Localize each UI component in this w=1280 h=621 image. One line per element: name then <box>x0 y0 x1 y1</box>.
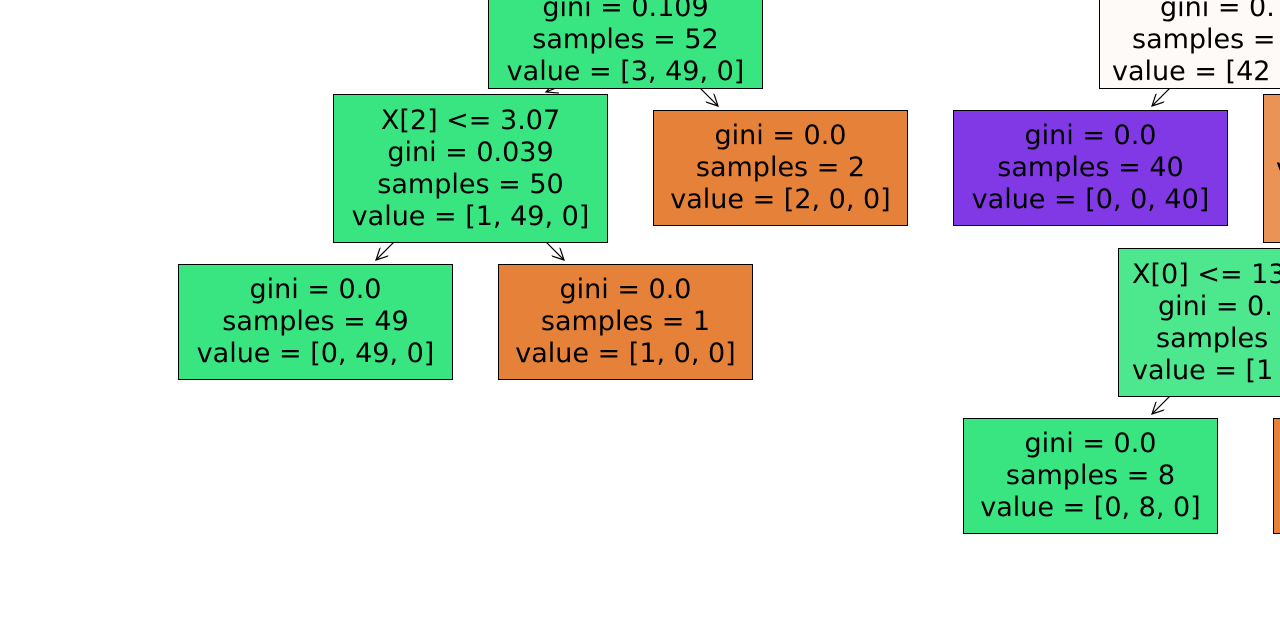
edge-split-to-leaf-1 <box>545 241 564 260</box>
node-line: gini = 0. <box>1160 0 1275 23</box>
tree-node-leaf-40: gini = 0.0 samples = 40 value = [0, 0, 4… <box>953 110 1228 226</box>
edge-split-x0-to-leaf-8 <box>1152 395 1171 414</box>
node-line: samples = 2 <box>695 152 866 183</box>
node-line: gini = 0.0 <box>559 274 692 305</box>
node-line: v <box>1276 153 1280 185</box>
node-line: samples = 49 <box>222 306 409 337</box>
tree-node-leaf-8: gini = 0.0 samples = 8 value = [0, 8, 0] <box>963 418 1218 534</box>
node-line: samples = <box>1132 23 1276 55</box>
node-line: gini = 0.0 <box>1024 428 1157 459</box>
edge-split-to-leaf-49 <box>376 241 395 260</box>
node-line: value = [2, 0, 0] <box>670 184 891 215</box>
node-line: gini = 0.0 <box>1024 120 1157 151</box>
node-line: gini = 0.109 <box>542 0 709 23</box>
node-line: samples = 52 <box>532 23 719 55</box>
edge-top-right-to-leaf-40 <box>1152 87 1171 106</box>
node-line: value = [0, 49, 0] <box>196 338 435 369</box>
tree-node-leaf-49: gini = 0.0 samples = 49 value = [0, 49, … <box>178 264 453 380</box>
node-line: samples = 40 <box>997 152 1184 183</box>
node-line: X[0] <= 13 <box>1132 258 1280 290</box>
tree-node-edge-right: v <box>1263 94 1280 243</box>
tree-node-leaf-1: gini = 0.0 samples = 1 value = [1, 0, 0] <box>498 264 753 380</box>
node-line: samples = 1 <box>540 306 711 337</box>
node-line: gini = 0. <box>1158 290 1273 322</box>
tree-node-edge-bottom-right <box>1273 418 1280 534</box>
node-line: samples = 8 <box>1005 460 1176 491</box>
node-line: samples <box>1156 322 1269 354</box>
node-line: value = [1, 49, 0] <box>351 200 590 232</box>
node-line: value = [42 <box>1112 55 1271 87</box>
tree-node-top-mid: gini = 0.109 samples = 52 value = [3, 49… <box>488 0 763 89</box>
tree-node-leaf-2: gini = 0.0 samples = 2 value = [2, 0, 0] <box>653 110 908 226</box>
tree-node-split-x0: X[0] <= 13 gini = 0. samples value = [1 <box>1118 248 1280 397</box>
node-line: value = [1, 0, 0] <box>515 338 736 369</box>
node-line: samples = 50 <box>377 168 564 200</box>
tree-node-top-right: gini = 0. samples = value = [42 <box>1099 0 1280 89</box>
node-line: gini = 0.0 <box>714 120 847 151</box>
node-line: gini = 0.0 <box>249 274 382 305</box>
node-line: value = [1 <box>1132 354 1274 386</box>
node-line: X[2] <= 3.07 <box>380 104 561 136</box>
node-line: gini = 0.039 <box>387 136 554 168</box>
node-line: value = [3, 49, 0] <box>506 55 745 87</box>
tree-node-split-x2: X[2] <= 3.07 gini = 0.039 samples = 50 v… <box>333 94 608 243</box>
node-line: value = [0, 8, 0] <box>980 492 1201 523</box>
edge-top-mid-to-leaf-2 <box>699 87 718 106</box>
node-line: value = [0, 0, 40] <box>971 184 1210 215</box>
